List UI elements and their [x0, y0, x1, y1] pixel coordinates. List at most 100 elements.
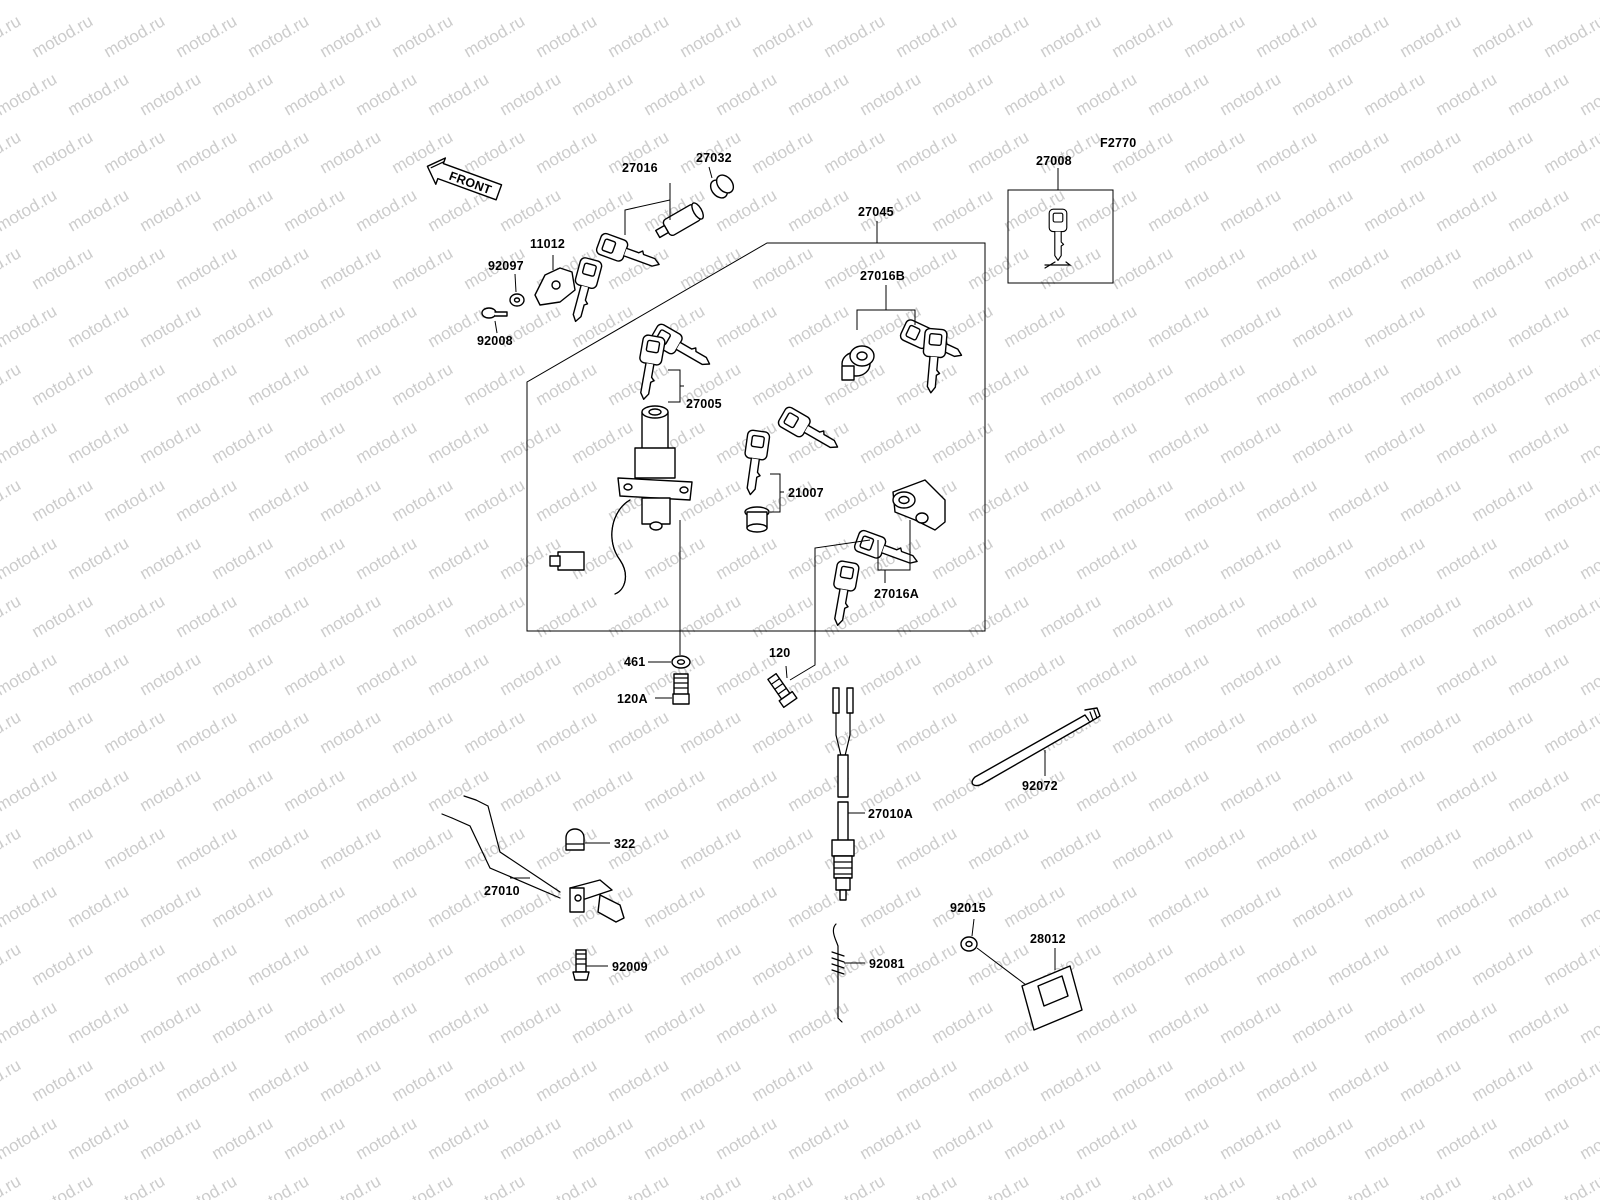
watermark-text: motod.ru: [101, 823, 169, 873]
watermark-text: motod.ru: [1577, 649, 1600, 699]
watermark-text: motod.ru: [533, 359, 601, 409]
watermark-text: motod.ru: [1325, 243, 1393, 293]
watermark-text: motod.ru: [1541, 243, 1600, 293]
watermark-text: motod.ru: [1217, 649, 1285, 699]
watermark-text: motod.ru: [677, 1171, 745, 1200]
watermark-text: motod.ru: [0, 359, 24, 409]
watermark-text: motod.ru: [1469, 939, 1537, 989]
label-92009: 92009: [612, 960, 648, 974]
watermark-text: motod.ru: [245, 127, 313, 177]
label-120A: 120A: [617, 692, 648, 706]
watermark-text: motod.ru: [1217, 997, 1285, 1047]
watermark-text: motod.ru: [317, 591, 385, 641]
watermark-text: motod.ru: [533, 591, 601, 641]
watermark-text: motod.ru: [641, 69, 709, 119]
watermark-text: motod.ru: [1541, 939, 1600, 989]
watermark-text: motod.ru: [1253, 475, 1321, 525]
label-28012: [1021, 965, 1083, 1031]
watermark-text: motod.ru: [1505, 649, 1573, 699]
watermark-text: motod.ru: [1289, 0, 1357, 3]
watermark-text: motod.ru: [137, 997, 205, 1047]
watermark-text: motod.ru: [29, 939, 97, 989]
watermark-text: motod.ru: [173, 359, 241, 409]
watermark-text: motod.ru: [461, 127, 529, 177]
watermark-text: motod.ru: [137, 1113, 205, 1163]
watermark-text: motod.ru: [533, 1055, 601, 1105]
watermark-text: motod.ru: [209, 997, 277, 1047]
watermark-text: motod.ru: [389, 707, 457, 757]
watermark-text: motod.ru: [785, 301, 853, 351]
watermark-text: motod.ru: [101, 1055, 169, 1105]
watermark-text: motod.ru: [605, 359, 673, 409]
watermark-text: motod.ru: [0, 649, 60, 699]
watermark-text: motod.ru: [29, 11, 97, 61]
watermark-text: motod.ru: [1181, 475, 1249, 525]
watermark-text: motod.ru: [1001, 649, 1069, 699]
watermark-text: motod.ru: [1289, 649, 1357, 699]
watermark-text: motod.ru: [1217, 185, 1285, 235]
watermark-text: motod.ru: [101, 359, 169, 409]
watermark-text: motod.ru: [209, 0, 277, 3]
watermark-text: motod.ru: [1217, 417, 1285, 467]
watermark-text: motod.ru: [713, 533, 781, 583]
watermark-text: motod.ru: [821, 1055, 889, 1105]
watermark-text: motod.ru: [1109, 1055, 1177, 1105]
watermark-text: motod.ru: [1253, 707, 1321, 757]
watermark-text: motod.ru: [1469, 11, 1537, 61]
watermark-text: motod.ru: [749, 1055, 817, 1105]
watermark-text: motod.ru: [245, 243, 313, 293]
watermark-text: motod.ru: [965, 127, 1033, 177]
label-27016B: 27016B: [860, 269, 905, 283]
watermark-text: motod.ru: [389, 11, 457, 61]
label-27016A: 27016A: [874, 587, 919, 601]
watermark-text: motod.ru: [1073, 649, 1141, 699]
watermark-text: motod.ru: [281, 301, 349, 351]
watermark-text: motod.ru: [857, 881, 925, 931]
bolt-120: [767, 672, 798, 709]
watermark-text: motod.ru: [713, 765, 781, 815]
watermark-text: motod.ru: [1181, 1171, 1249, 1200]
cap-322: [565, 828, 585, 851]
watermark-text: motod.ru: [1469, 243, 1537, 293]
watermark-text: motod.ru: [317, 11, 385, 61]
watermark-text: motod.ru: [1037, 591, 1105, 641]
watermark-text: motod.ru: [749, 127, 817, 177]
watermark-text: motod.ru: [1289, 765, 1357, 815]
watermark-text: motod.ru: [497, 997, 565, 1047]
watermark-text: motod.ru: [857, 69, 925, 119]
watermark-text: motod.ru: [1397, 1055, 1465, 1105]
label-27005: 27005: [686, 397, 722, 411]
watermark-text: motod.ru: [353, 765, 421, 815]
watermark-text: motod.ru: [317, 1171, 385, 1200]
watermark-text: motod.ru: [29, 1171, 97, 1200]
watermark-text: motod.ru: [1181, 127, 1249, 177]
seal-ring: [709, 174, 735, 199]
watermark-text: motod.ru: [1505, 0, 1573, 3]
watermark-text: motod.ru: [209, 765, 277, 815]
watermark-text: motod.ru: [1145, 69, 1213, 119]
watermark-text: motod.ru: [1181, 939, 1249, 989]
label-27010: 27010: [484, 884, 520, 898]
watermark-text: motod.ru: [929, 997, 997, 1047]
watermark-text: motod.ru: [101, 127, 169, 177]
watermark-text: motod.ru: [569, 185, 637, 235]
watermark-text: motod.ru: [281, 417, 349, 467]
watermark-text: motod.ru: [497, 1113, 565, 1163]
watermark-text: motod.ru: [1037, 1171, 1105, 1200]
watermark-text: motod.ru: [65, 997, 133, 1047]
watermark-text: motod.ru: [173, 1171, 241, 1200]
watermark-text: motod.ru: [209, 533, 277, 583]
watermark-text: motod.ru: [65, 0, 133, 3]
watermark-text: motod.ru: [1181, 11, 1249, 61]
watermark-text: motod.ru: [929, 417, 997, 467]
watermark-text: motod.ru: [1325, 707, 1393, 757]
watermark-text: motod.ru: [1361, 417, 1429, 467]
watermark-text: motod.ru: [1469, 707, 1537, 757]
watermark-text: motod.ru: [785, 1113, 853, 1163]
watermark-text: motod.ru: [0, 1171, 24, 1200]
watermark-text: motod.ru: [569, 417, 637, 467]
label-92072: 92072: [1022, 779, 1058, 793]
watermark-text: motod.ru: [893, 127, 961, 177]
watermark-text: motod.ru: [713, 1113, 781, 1163]
watermark-text: motod.ru: [173, 1055, 241, 1105]
